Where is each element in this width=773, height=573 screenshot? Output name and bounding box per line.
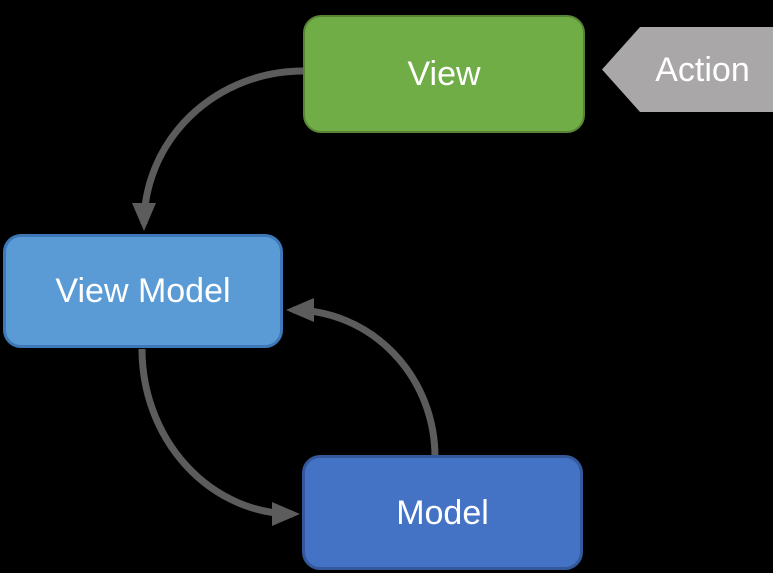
node-model: Model — [302, 455, 583, 570]
node-action-label: Action — [655, 50, 750, 89]
node-view-label: View — [407, 55, 481, 93]
node-view-model: View Model — [3, 234, 283, 348]
node-model-label: Model — [396, 493, 489, 532]
node-view: View — [303, 15, 585, 133]
connector-view-to-viewmodel — [132, 67, 304, 231]
node-view-model-label: View Model — [55, 272, 231, 310]
node-action-arrow: Action — [602, 27, 773, 112]
connector-model-to-viewmodel — [286, 298, 439, 458]
connector-viewmodel-to-model — [138, 348, 300, 526]
